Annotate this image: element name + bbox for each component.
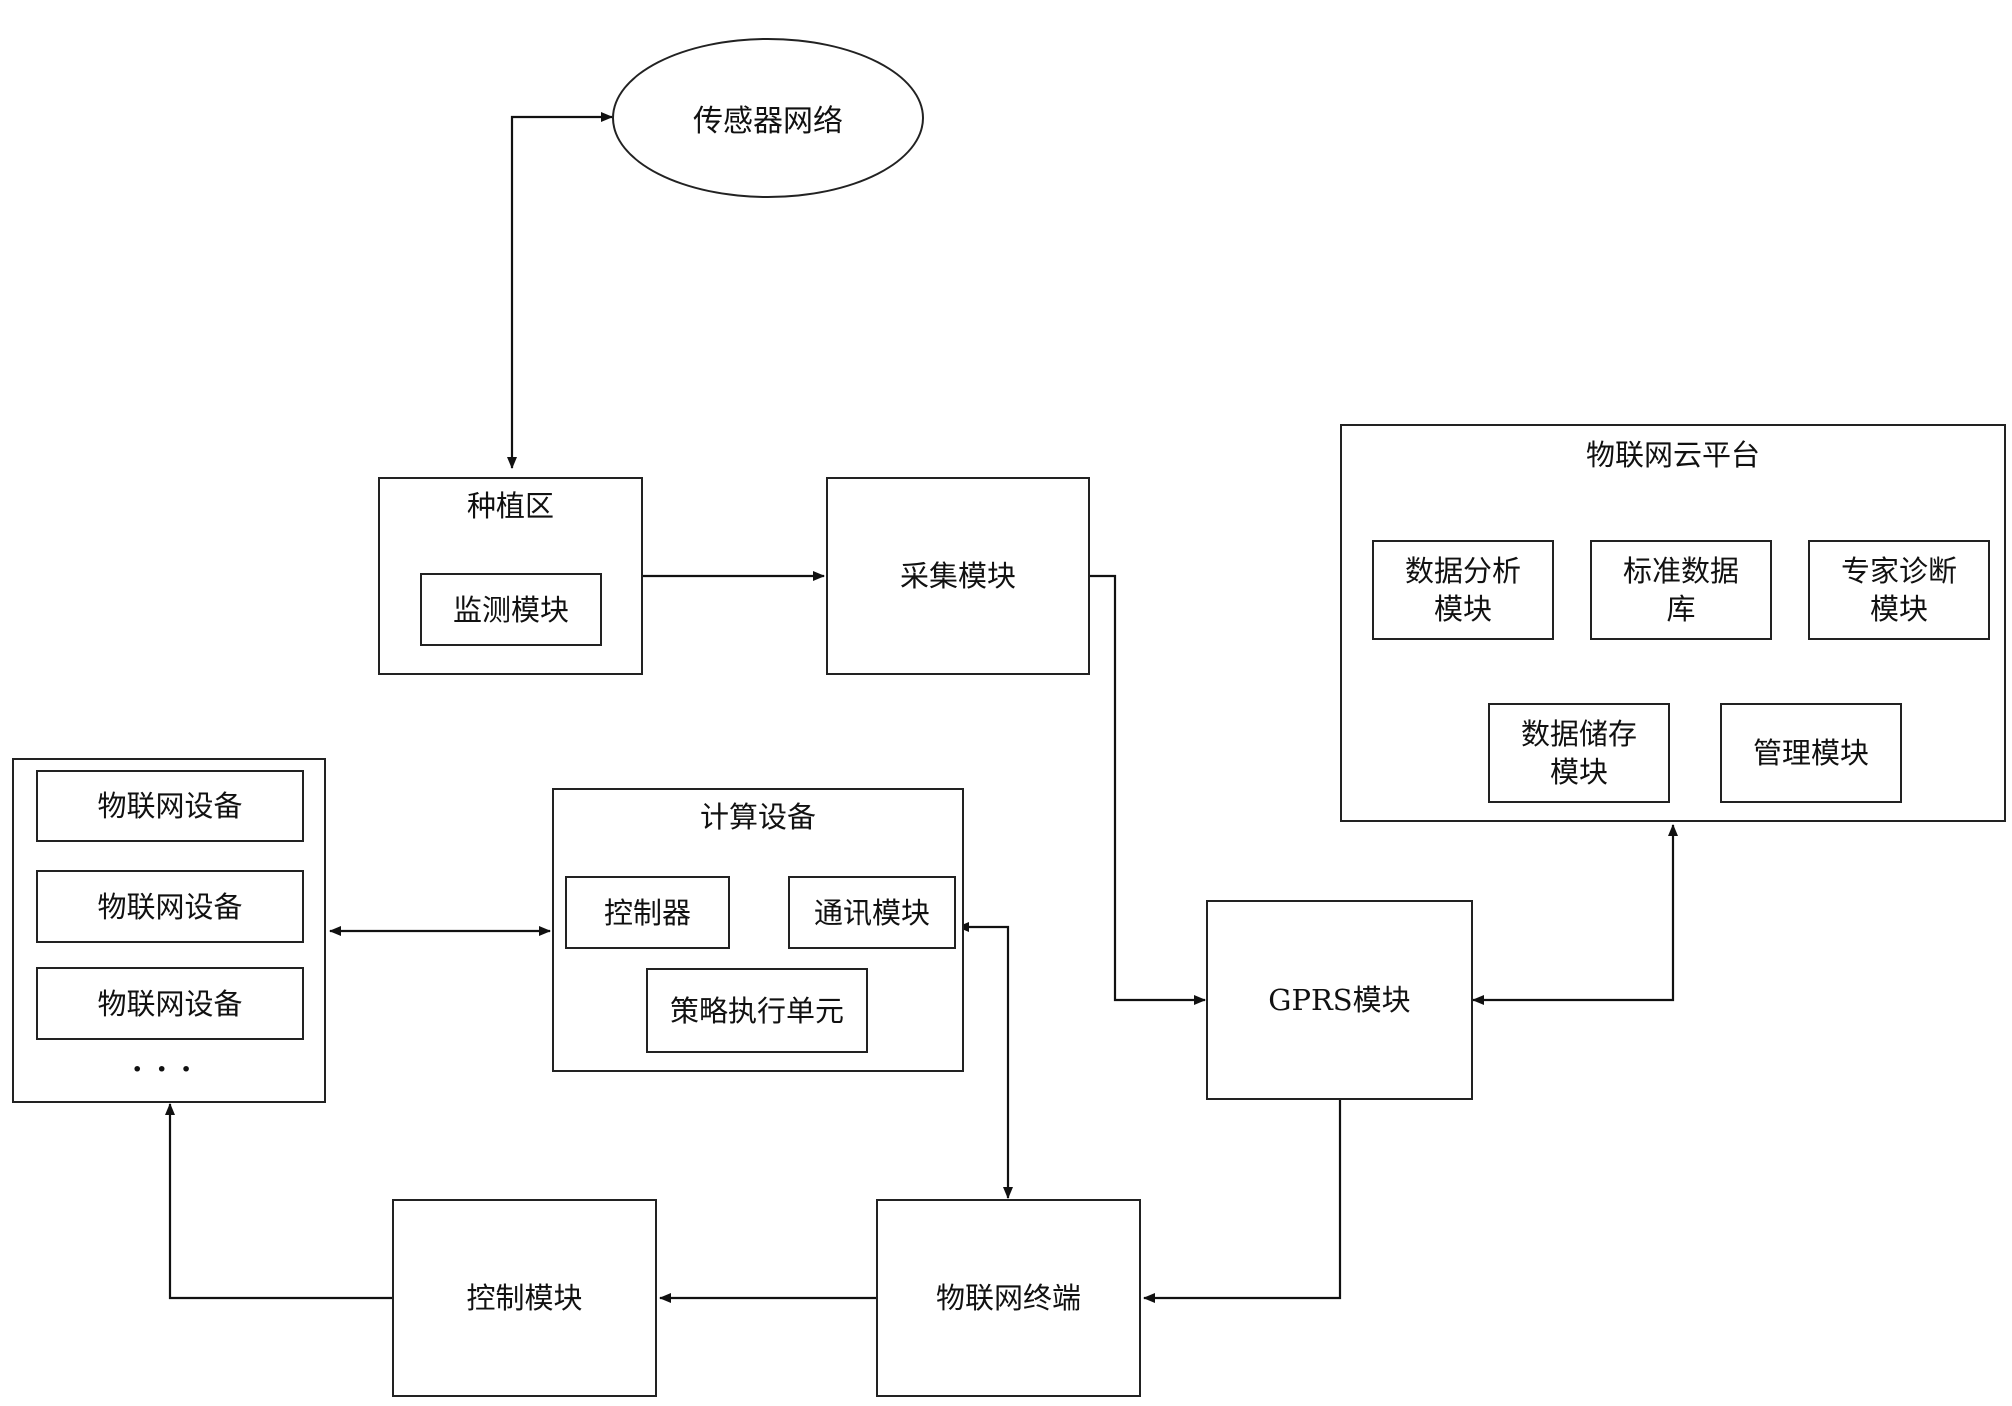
more-devices-ellipsis: ···: [132, 1052, 206, 1087]
cloud-platform-title: 物联网云平台: [1585, 438, 1760, 472]
planting-area-title: 种植区: [466, 489, 554, 523]
data-storage-line-1: 数据储存: [1520, 717, 1637, 751]
iot-device-node-1: 物联网设备: [36, 770, 304, 842]
collect-module-node: 采集模块: [826, 477, 1090, 675]
comm-module-label: 通讯模块: [813, 895, 930, 930]
iot-terminal-node: 物联网终端: [876, 1199, 1141, 1397]
standard-database-line-2: 库: [1666, 592, 1696, 626]
expert-diagnosis-line-2: 模块: [1869, 592, 1928, 626]
edge-sensor-planting: [507, 112, 613, 469]
edge-control-devices: [165, 1103, 392, 1300]
computing-device-title: 计算设备: [699, 800, 816, 834]
comm-module-node: 通讯模块: [788, 876, 956, 949]
iot-device-label-1: 物联网设备: [97, 789, 243, 823]
management-module-label: 管理模块: [1752, 736, 1869, 770]
iot-device-node-3: 物联网设备: [36, 967, 304, 1040]
data-storage-line-2: 模块: [1549, 755, 1608, 789]
strategy-execution-unit-label: 策略执行单元: [669, 993, 844, 1028]
data-analysis-line-2: 模块: [1433, 592, 1492, 626]
edge-gprs-cloud: [1472, 824, 1678, 1005]
management-module-node: 管理模块: [1720, 703, 1902, 803]
expert-diagnosis-module-node: 专家诊断 模块: [1808, 540, 1990, 640]
gprs-module-label: GPRS模块: [1268, 983, 1411, 1017]
iot-device-label-2: 物联网设备: [97, 889, 243, 924]
edge-gprs-terminal: [1143, 1100, 1342, 1303]
controller-label: 控制器: [603, 895, 691, 930]
monitor-module-label: 监测模块: [452, 592, 569, 627]
data-storage-module-node: 数据储存 模块: [1488, 703, 1670, 803]
strategy-execution-unit-node: 策略执行单元: [646, 968, 868, 1053]
control-module-node: 控制模块: [392, 1199, 657, 1397]
standard-database-node: 标准数据 库: [1590, 540, 1772, 640]
sensor-network-node: 传感器网络: [612, 38, 924, 198]
controller-node: 控制器: [565, 876, 730, 949]
standard-database-line-1: 标准数据: [1622, 554, 1739, 588]
gprs-module-node: GPRS模块: [1206, 900, 1473, 1100]
collect-module-label: 采集模块: [899, 559, 1016, 593]
sensor-network-label: 传感器网络: [693, 104, 843, 139]
control-module-label: 控制模块: [466, 1281, 583, 1315]
edge-comm-terminal: [957, 922, 1013, 1199]
monitor-module-node: 监测模块: [420, 573, 602, 646]
expert-diagnosis-line-1: 专家诊断: [1840, 554, 1957, 588]
edge-collect-gprs: [1090, 574, 1206, 1005]
data-analysis-module-node: 数据分析 模块: [1372, 540, 1554, 640]
iot-terminal-label: 物联网终端: [935, 1281, 1081, 1315]
iot-device-label-3: 物联网设备: [97, 986, 243, 1021]
data-analysis-line-1: 数据分析: [1404, 554, 1521, 588]
iot-device-node-2: 物联网设备: [36, 870, 304, 943]
